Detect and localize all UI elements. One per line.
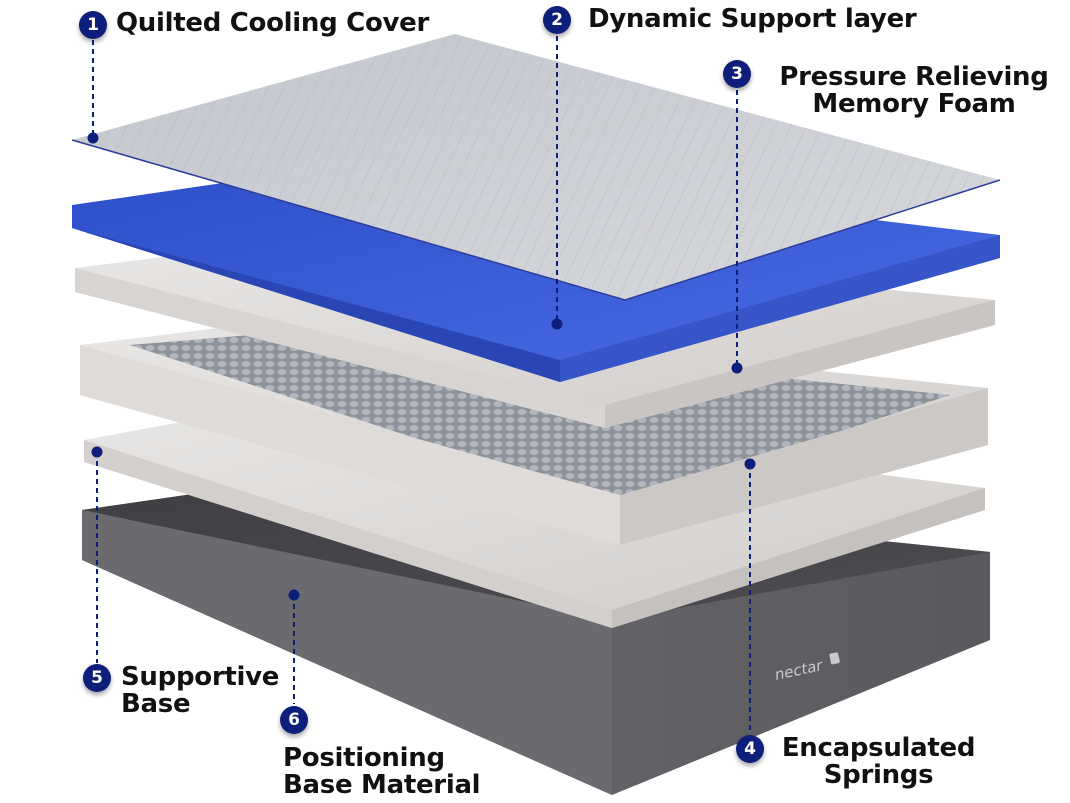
- callout-badge-6: 6: [280, 706, 308, 734]
- label-line: Quilted Cooling Cover: [116, 8, 430, 38]
- label-line: Memory Foam: [812, 89, 1016, 119]
- label-line: Dynamic Support layer: [588, 4, 917, 34]
- callout-badge-3: 3: [723, 60, 751, 88]
- callout-label-quilted-cooling-cover: Quilted Cooling Cover: [116, 10, 429, 37]
- callout-label-pressure-relieving-memory-foam: Pressure Relieving Memory Foam: [770, 64, 1058, 118]
- label-line: Supportive: [121, 662, 280, 692]
- label-line: Pressure Relieving: [779, 62, 1049, 92]
- callout-badge-1: 1: [79, 11, 107, 39]
- callout-label-positioning-base-material: Positioning Base Material: [283, 743, 481, 800]
- callout-badge-2: 2: [543, 6, 571, 34]
- leader-dots: [87, 132, 756, 601]
- callout-badge-4: 4: [736, 735, 764, 763]
- callout-label-supportive-base: Supportive Base: [121, 664, 279, 718]
- label-line: Encapsulated: [781, 733, 976, 763]
- callout-badge-5: 5: [83, 664, 111, 692]
- layer-cooling-cover: [71, 34, 1001, 301]
- label-line: Springs: [823, 760, 934, 790]
- callout-label-encapsulated-springs: Encapsulated Springs: [776, 735, 981, 789]
- callout-label-dynamic-support-layer: Dynamic Support layer: [588, 4, 917, 34]
- label-line: Positioning: [283, 743, 445, 773]
- label-line: Base Material: [283, 770, 481, 800]
- label-line: Base: [121, 689, 191, 719]
- leader-lines: [92, 36, 751, 733]
